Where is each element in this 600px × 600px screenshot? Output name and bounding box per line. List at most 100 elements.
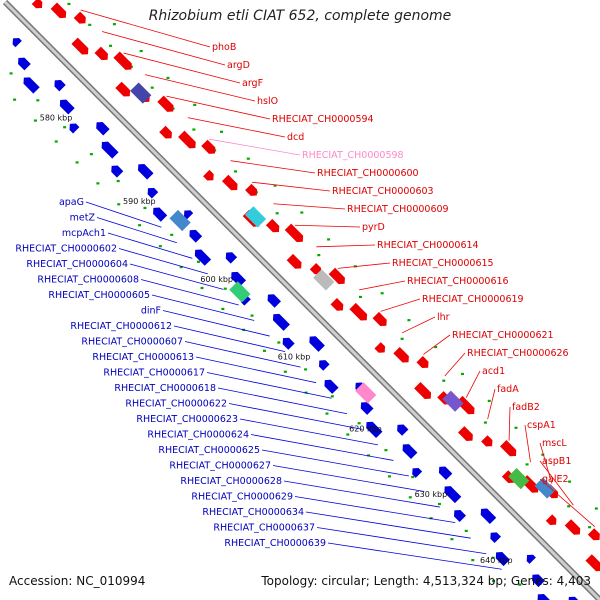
forward-gene <box>201 139 216 154</box>
reverse-gene <box>153 207 168 222</box>
gene-label: cspA1 <box>527 420 556 431</box>
label-leader-line <box>283 480 440 508</box>
label-leader-line <box>261 449 409 477</box>
gc-skew-dot <box>487 399 491 402</box>
forward-gene <box>416 356 429 369</box>
gc-skew-dot <box>492 579 496 583</box>
gene-label: acd1 <box>482 366 505 377</box>
gc-skew-dot <box>196 260 200 263</box>
label-leader-line <box>316 527 487 555</box>
feature-block <box>534 477 556 499</box>
reverse-gene <box>272 313 290 331</box>
gc-skew-dot <box>384 449 388 452</box>
gc-skew-dot <box>150 86 154 89</box>
kbp-tick-label: 590 kbp <box>123 197 156 206</box>
gene-label: RHECIAT_CH0000619 <box>422 294 524 305</box>
forward-gene <box>265 218 280 233</box>
gene-label: dinF <box>141 306 161 317</box>
forward-gene <box>115 81 131 97</box>
gc-skew-dot <box>460 372 464 376</box>
reverse-gene <box>137 164 154 180</box>
forward-gene <box>203 169 214 181</box>
forward-gene <box>50 2 67 19</box>
gc-skew-dot <box>442 379 446 382</box>
gene-label: RHECIAT_CH0000613 <box>92 352 194 363</box>
reverse-gene <box>537 593 554 600</box>
forward-gene <box>31 0 43 9</box>
label-leader-line <box>316 244 376 248</box>
gc-skew-dot <box>88 23 92 26</box>
gene-label: RHECIAT_CH0000624 <box>147 430 249 441</box>
gc-skew-dot <box>221 307 225 311</box>
gc-skew-dot <box>96 182 100 185</box>
gc-skew-dot <box>464 529 468 532</box>
gc-skew-dot <box>166 76 170 80</box>
feature-block <box>244 206 267 228</box>
label-leader-line <box>217 387 348 415</box>
forward-gene <box>113 51 132 70</box>
reverse-gene <box>366 421 383 439</box>
reverse-gene <box>324 379 339 394</box>
reverse-gene <box>54 80 66 92</box>
kbp-tick-label: 640 kbp <box>480 556 513 565</box>
gene-label: apaG <box>59 197 84 208</box>
label-leader-line <box>101 31 226 66</box>
feature-block <box>130 82 152 104</box>
gc-skew-dot <box>330 395 334 398</box>
accession-text: Accession: NC_010994 <box>9 574 146 588</box>
forward-gene <box>284 223 304 243</box>
gc-skew-dot <box>143 206 147 210</box>
label-leader-line <box>273 203 346 210</box>
forward-gene <box>587 528 600 541</box>
reverse-gene <box>231 271 247 287</box>
label-leader-line <box>294 496 456 524</box>
feature-block <box>169 209 191 232</box>
gc-skew-dot <box>400 337 404 340</box>
label-leader-line <box>144 74 256 102</box>
reverse-gene <box>495 551 510 567</box>
feature-block <box>355 382 377 404</box>
gc-skew-dot <box>117 203 121 206</box>
gc-skew-dot <box>75 161 79 164</box>
gc-skew-dot <box>387 475 391 478</box>
label-leader-line <box>423 334 451 355</box>
label-leader-line <box>401 316 436 334</box>
gene-label: RHECIAT_CH0000622 <box>125 399 227 410</box>
gene-label: RHECIAT_CH0000634 <box>202 507 304 518</box>
label-leader-line <box>80 9 211 48</box>
forward-gene <box>71 37 89 55</box>
gene-label: RHECIAT_CH0000637 <box>213 523 315 534</box>
gc-skew-dot <box>357 422 361 425</box>
gc-skew-dot <box>568 480 572 483</box>
reverse-gene <box>568 596 580 600</box>
gene-label: RHECIAT_CH0000629 <box>191 492 293 503</box>
gc-skew-dot <box>434 345 438 349</box>
gc-skew-dot <box>380 292 384 295</box>
kbp-tick-label: 620 kbp <box>349 424 382 433</box>
forward-gene <box>178 130 196 149</box>
label-leader-line <box>151 294 255 321</box>
gene-label: phoB <box>212 42 236 53</box>
label-leader-line <box>107 232 193 259</box>
gc-skew-dot <box>234 170 238 173</box>
reverse-gene <box>189 229 203 243</box>
label-leader-line <box>250 434 394 461</box>
label-leader-line <box>118 248 208 275</box>
gc-skew-dot <box>327 238 331 241</box>
label-leader-line <box>539 478 596 527</box>
label-leader-line <box>444 352 466 377</box>
gene-label: RHECIAT_CH0000618 <box>114 383 216 394</box>
label-leader-line <box>123 52 241 84</box>
feature-block <box>508 467 530 490</box>
label-leader-line <box>96 217 177 244</box>
forward-gene <box>245 183 258 196</box>
reverse-gene <box>318 360 330 371</box>
gc-skew-dot <box>304 368 308 371</box>
kbp-tick-label: 580 kbp <box>40 113 73 122</box>
gene-label: RHECIAT_CH0000614 <box>377 240 479 251</box>
gc-skew-dot <box>283 370 287 373</box>
gc-skew-dot <box>13 98 17 101</box>
label-leader-line <box>187 117 286 138</box>
label-leader-line <box>465 370 481 398</box>
gene-label: argD <box>227 60 250 71</box>
